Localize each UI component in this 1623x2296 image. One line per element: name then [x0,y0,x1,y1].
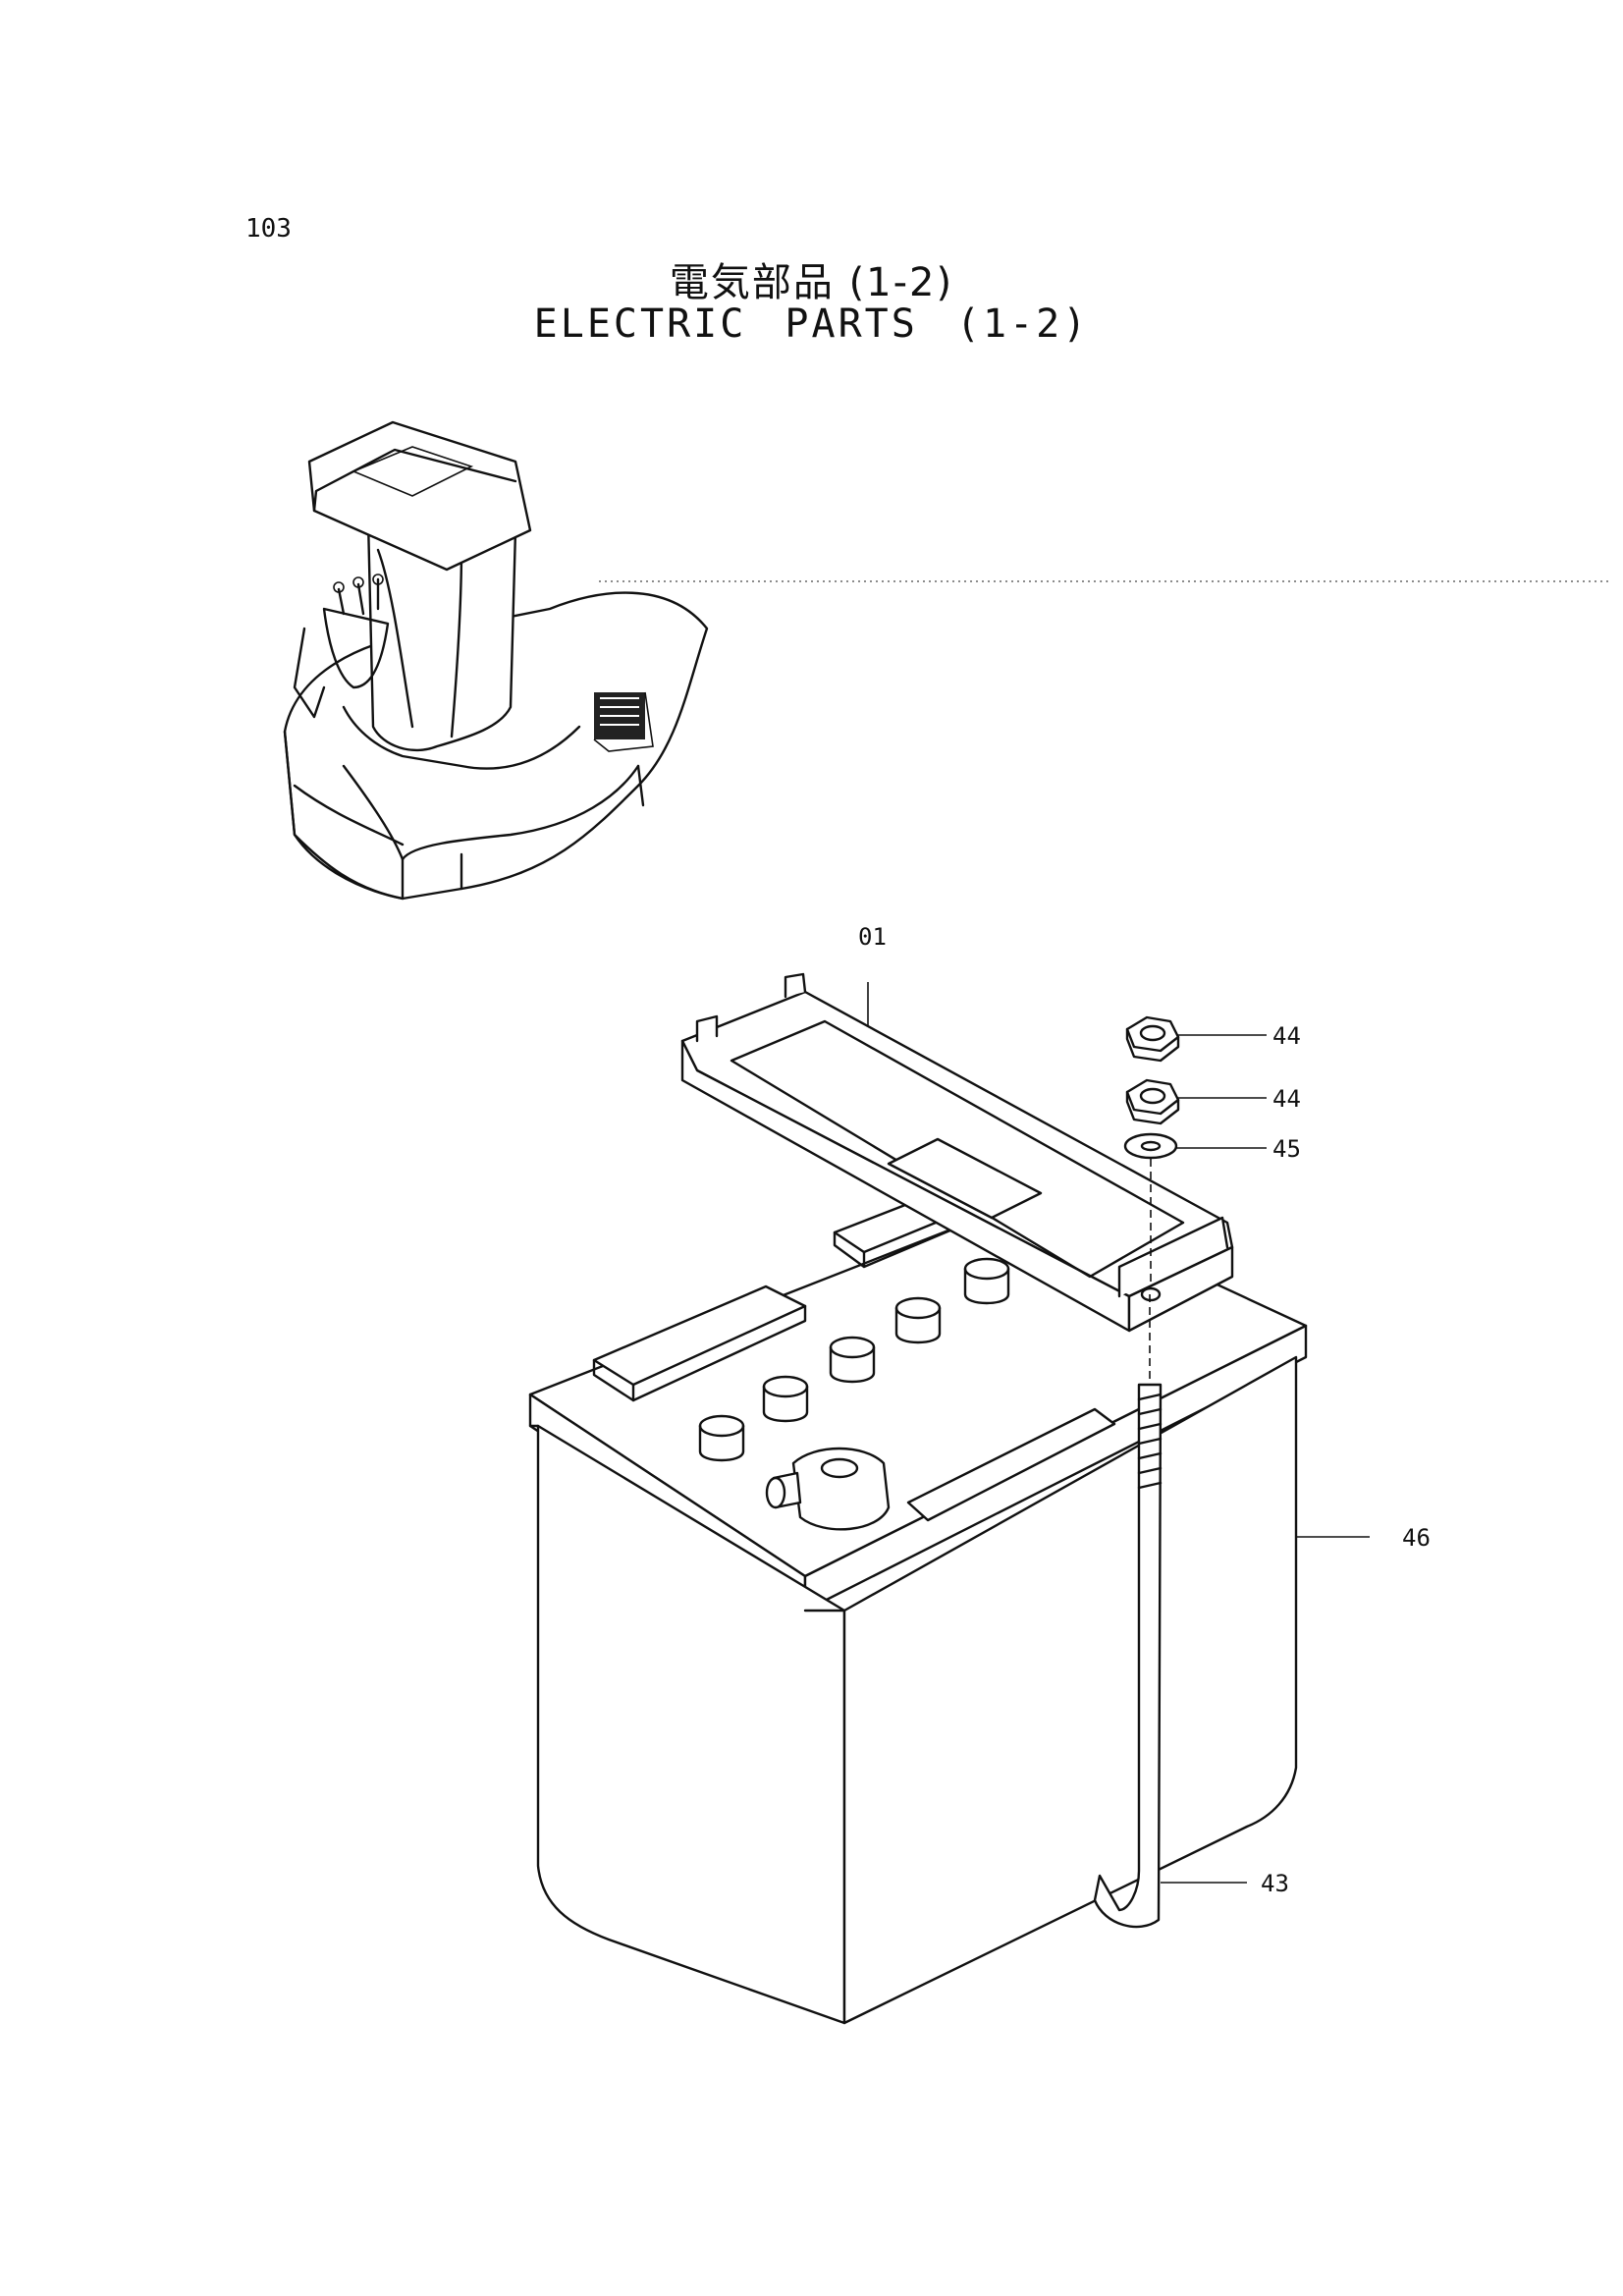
battery [528,1196,1308,2025]
battery-hold-down-bracket [680,972,1234,1333]
j-bolt [1093,1294,1163,1929]
callout-44-lower: 44 [1272,1085,1301,1113]
nut-upper [1125,1015,1180,1063]
title-japanese: 電気部品 (1-2) [669,260,954,305]
washer [1123,1132,1178,1286]
leader-lines [867,982,1370,1884]
callout-44-upper: 44 [1272,1022,1301,1050]
page-number: 103 [245,214,292,244]
callout-45: 45 [1272,1135,1301,1163]
title-english: ELECTRIC PARTS (1-2) [533,301,1090,347]
nut-lower [1125,1078,1180,1125]
callout-01: 01 [858,923,887,951]
highlighted-battery-location [593,691,654,752]
callout-46: 46 [1402,1524,1431,1552]
machine-overview [283,420,709,901]
callout-43: 43 [1261,1870,1289,1897]
